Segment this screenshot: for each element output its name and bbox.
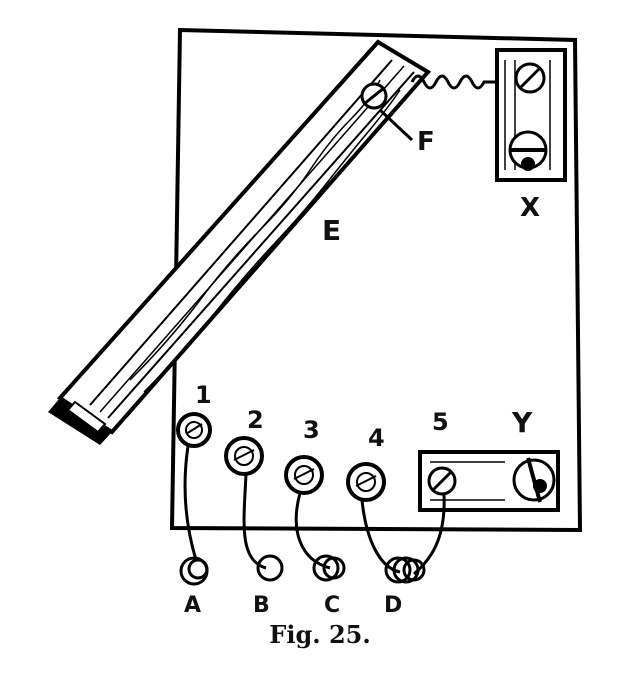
terminal-3 <box>284 455 324 495</box>
terminal-label-3: 3 <box>303 416 320 444</box>
lead-label-c: C <box>324 593 340 618</box>
terminal-label-4: 4 <box>368 424 385 452</box>
wire-coils <box>179 554 426 586</box>
pivot-label: F <box>417 127 435 157</box>
block-x <box>495 48 567 182</box>
lever-label: E <box>322 214 341 247</box>
terminal-label-2: 2 <box>247 406 264 434</box>
lever-arm <box>48 39 432 445</box>
block-y-label: Y <box>511 406 533 439</box>
terminal-4 <box>346 462 386 502</box>
terminal-label-5: 5 <box>432 408 449 436</box>
terminal-2 <box>224 436 264 476</box>
pivot-screw <box>360 82 414 142</box>
lead-label-b: B <box>253 593 270 618</box>
block-x-label: X <box>520 193 540 223</box>
figure-caption: Fig. 25. <box>269 620 371 649</box>
lead-label-d: D <box>384 593 402 618</box>
block-y <box>418 450 560 512</box>
terminal-1 <box>176 412 212 448</box>
terminal-label-1: 1 <box>195 381 212 409</box>
lead-label-a: A <box>184 593 201 618</box>
spring <box>410 74 506 90</box>
